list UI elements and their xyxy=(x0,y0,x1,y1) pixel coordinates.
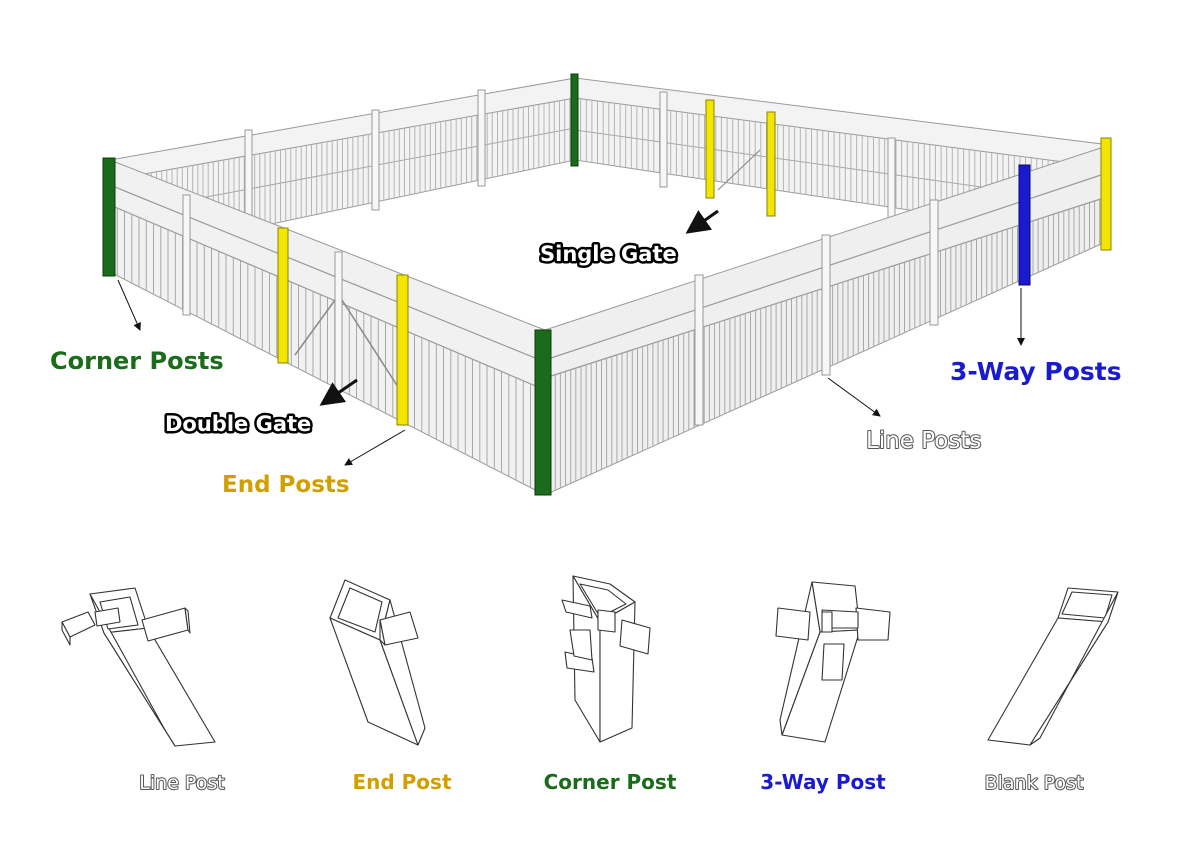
line-posts-label: Line Posts xyxy=(866,428,981,454)
front-left-fence-run xyxy=(109,159,546,496)
line-post xyxy=(929,199,939,326)
line-post xyxy=(821,234,831,376)
blank-post-drawing xyxy=(987,587,1119,746)
line-post-drawing xyxy=(61,587,216,747)
line-post xyxy=(477,89,486,187)
left-corner-post xyxy=(102,157,116,277)
corner-posts-arrow xyxy=(117,279,141,331)
line-posts-arrow xyxy=(827,377,881,417)
corner-post-label: Corner Post xyxy=(544,770,677,794)
line-post xyxy=(371,109,380,211)
double-gate-end-post-left xyxy=(277,227,289,364)
line-post xyxy=(887,137,896,229)
corner-post-drawing xyxy=(561,575,651,743)
end-posts-label: End Posts xyxy=(222,472,350,498)
single-gate-label: Single Gate xyxy=(540,242,677,266)
callout-arrows xyxy=(117,279,1025,466)
fence-enclosure xyxy=(102,73,1112,496)
single-gate-end-post-right xyxy=(766,111,776,217)
double-gate-end-post-right xyxy=(396,274,409,426)
front-corner-post xyxy=(534,329,552,496)
end-post-drawing xyxy=(329,579,426,746)
double-gate-label: Double Gate xyxy=(165,412,311,436)
three-way-posts-label: 3-Way Posts xyxy=(950,357,1122,386)
single-gate-end-post-left xyxy=(705,99,715,199)
end-posts-arrow xyxy=(344,429,406,466)
right-end-post xyxy=(1100,137,1112,251)
single-gate-arrow xyxy=(685,209,719,234)
post-type-legend xyxy=(61,575,1119,747)
back-corner-post xyxy=(570,73,579,167)
three-way-post-label: 3-Way Post xyxy=(760,770,886,794)
front-right-fence-run xyxy=(544,144,1111,496)
three-way-post xyxy=(1018,164,1031,286)
blank-post-label: Blank Post xyxy=(985,772,1084,794)
line-post xyxy=(659,91,668,188)
line-post xyxy=(694,274,704,426)
corner-posts-label: Corner Posts xyxy=(50,347,224,375)
end-post-label: End Post xyxy=(352,770,451,794)
gate-arrows xyxy=(319,209,719,406)
line-post-label: Line Post xyxy=(139,772,224,794)
line-post xyxy=(182,194,191,316)
double-gate-center xyxy=(334,251,343,393)
three-way-post-drawing xyxy=(775,581,891,743)
double-gate-arrow xyxy=(319,378,358,406)
